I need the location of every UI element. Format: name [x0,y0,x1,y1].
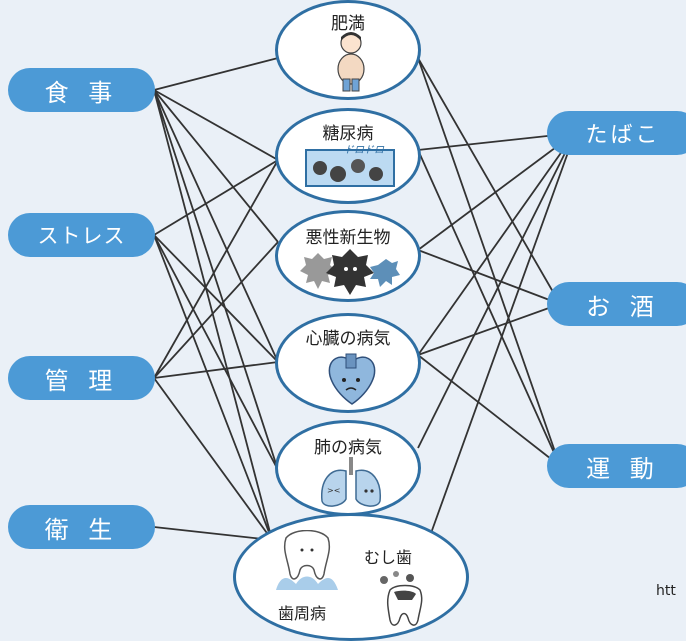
connection-line-alcohol-obesity [417,57,561,305]
cavity-tooth-icon [380,571,423,626]
connection-line-stress-heart [153,234,279,363]
dental-periodontal-label: 歯周病 [278,604,327,623]
connection-line-stress-dental [153,234,273,541]
connection-line-exercise-heart [417,354,561,467]
factor-management-pill[interactable]: 管 理 [8,356,155,400]
factor-diet-pill[interactable]: 食 事 [8,68,155,112]
obese-person-icon [337,32,365,92]
connection-line-diet-dental [153,89,273,541]
habit-tobacco-pill[interactable]: たばこ [547,111,686,155]
tooth-with-gum-icon [276,530,338,590]
disease-cancer-label: 悪性新生物 [305,228,391,248]
disease-diabetes-label: 糖尿病 [322,124,374,144]
lungs-icon: >< [321,457,381,507]
disease-diabetes-node[interactable]: 糖尿病 ドロドロ [275,108,421,204]
connection-line-diet-diabetes [153,89,279,161]
connection-line-diet-heart [153,89,279,363]
connection-line-management-dental [153,377,273,541]
disease-heart-label: 心臓の病気 [305,329,391,349]
connection-line-tobacco-lung [417,132,576,449]
connection-line-hygiene-dental [153,526,273,541]
dental-cavity-label: むし歯 [364,548,413,567]
disease-cancer-node[interactable]: 悪性新生物 [275,210,421,302]
connection-line-management-diabetes [153,159,279,379]
connection-line-diet-cancer [153,89,279,243]
factor-hygiene-pill[interactable]: 衛 生 [8,505,155,549]
disease-dental-node[interactable]: 歯周病 むし歯 [233,513,469,641]
heart-organ-icon [328,353,376,405]
disease-lung-label: 肺の病気 [314,438,382,458]
disease-obesity-node[interactable]: 肥満 [275,0,421,100]
connection-line-exercise-obesity [417,57,561,467]
disease-obesity-label: 肥満 [331,14,365,34]
cancer-cells-icon [300,249,400,295]
connection-line-exercise-diabetes [417,149,561,467]
disease-heart-node[interactable]: 心臓の病気 [275,313,421,413]
cutoff-url-text: htt [656,583,676,599]
habit-exercise-pill[interactable]: 運 動 [547,444,686,488]
factor-stress-pill[interactable]: ストレス [8,213,155,257]
connection-line-stress-diabetes [153,159,279,236]
habit-alcohol-pill[interactable]: お 酒 [547,282,686,326]
blood-vessel-icon [305,149,395,187]
connection-line-diet-obesity [153,57,279,91]
connection-line-management-cancer [153,241,279,379]
svg-text:><: >< [327,486,340,495]
connection-line-alcohol-heart [417,303,561,356]
diabetes-annotation: ドロドロ [344,145,384,156]
connection-line-tobacco-cancer [417,132,576,251]
connection-line-stress-lung [153,234,279,471]
connection-line-alcohol-cancer [417,249,561,305]
connection-line-diet-lung [153,89,279,471]
connection-line-tobacco-heart [417,132,576,356]
disease-lung-node[interactable]: 肺の病気 >< [275,420,421,516]
connection-line-tobacco-dental [429,132,576,537]
connection-line-management-heart [153,361,279,379]
